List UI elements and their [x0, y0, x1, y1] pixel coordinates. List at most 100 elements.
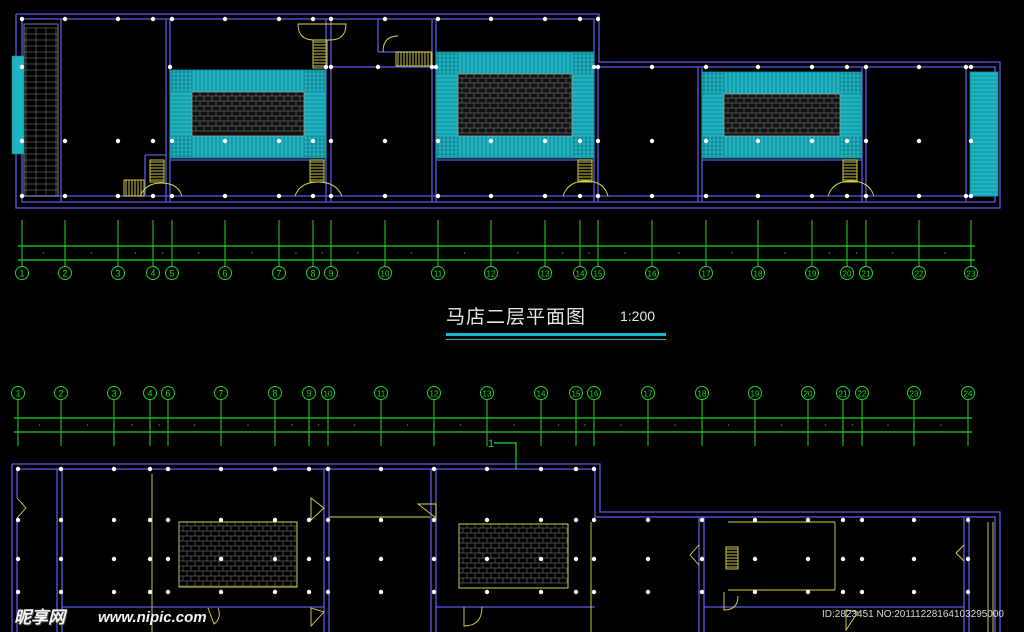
axis-bubble: 10 [321, 386, 335, 400]
column-dot [378, 556, 384, 562]
column-dot [844, 64, 850, 70]
axis-label: 17 [644, 390, 653, 399]
column-dot [150, 16, 156, 22]
column-dot [19, 138, 25, 144]
axis-bubble: 18 [751, 262, 765, 280]
column-dot [538, 517, 544, 523]
axis-bubble: 19 [805, 262, 819, 280]
column-dot [62, 193, 68, 199]
axis-bubble: 6 [161, 386, 175, 400]
axis-label: 8 [272, 389, 277, 399]
column-dot [965, 517, 971, 523]
column-dot [111, 556, 117, 562]
axis-bubble: 4 [146, 262, 160, 280]
drawing-title: 马店二层平面图 [446, 306, 587, 328]
column-dot [542, 16, 548, 22]
axis-bubble: 22 [912, 262, 926, 280]
axis-bubble: 15 [591, 262, 605, 280]
axis-label: 23 [910, 390, 919, 399]
column-dot [325, 517, 331, 523]
column-dot [169, 193, 175, 199]
column-dot [573, 517, 579, 523]
lower-courtyards [178, 521, 569, 589]
column-dot [115, 193, 121, 199]
column-dot [577, 16, 583, 22]
column-dot [325, 589, 331, 595]
axis-bubble: 21 [859, 262, 873, 280]
axis-bubble: 16 [587, 386, 601, 400]
column-dot [382, 193, 388, 199]
column-dot [165, 466, 171, 472]
column-dot [15, 589, 21, 595]
axis-label: 4 [147, 389, 152, 399]
column-dot [165, 589, 171, 595]
column-dot [378, 589, 384, 595]
axis-label: 11 [377, 390, 386, 399]
column-dot [573, 466, 579, 472]
axis-bubble: 11 [431, 262, 445, 280]
lower-plan-walls [11, 463, 1001, 632]
column-dot [150, 193, 156, 199]
axis-bubble: 14 [534, 386, 548, 400]
column-dot [58, 466, 64, 472]
column-dot [488, 138, 494, 144]
axis-label: 3 [111, 389, 116, 399]
column-dot [968, 138, 974, 144]
column-dot [382, 138, 388, 144]
section-label: 1 [488, 438, 494, 450]
axis-label: 15 [594, 270, 603, 279]
column-dot [111, 466, 117, 472]
column-dot [591, 466, 597, 472]
axis-label: 6 [222, 269, 227, 279]
column-dot [58, 589, 64, 595]
axis-label: 18 [754, 270, 763, 279]
upper-columns [19, 16, 974, 199]
column-dot [58, 517, 64, 523]
column-dot [310, 193, 316, 199]
column-dot [699, 589, 705, 595]
axis-label: 8 [310, 269, 315, 279]
axis-bubble: 14 [573, 262, 587, 280]
axis-label: 22 [858, 390, 867, 399]
axis-bubble: 12 [484, 262, 498, 280]
column-dot [323, 64, 329, 70]
column-dot [169, 138, 175, 144]
column-dot [649, 138, 655, 144]
title-underline-thin [446, 339, 666, 340]
column-dot [863, 193, 869, 199]
axis-label: 21 [839, 390, 848, 399]
column-dot [591, 589, 597, 595]
axis-label: 16 [590, 390, 599, 399]
column-dot [222, 16, 228, 22]
axis-bubble: 13 [538, 262, 552, 280]
axis-bubble: 17 [699, 262, 713, 280]
section-marker: 1 [488, 438, 517, 470]
axis-bubble: 13 [480, 386, 494, 400]
axis-bubble: 3 [111, 262, 125, 280]
column-dot [218, 466, 224, 472]
column-dot [809, 64, 815, 70]
column-dot [276, 138, 282, 144]
column-dot [150, 138, 156, 144]
axis-label: 13 [541, 270, 550, 279]
column-dot [431, 517, 437, 523]
column-dot [306, 466, 312, 472]
column-dot [965, 589, 971, 595]
axis-bubble: 17 [641, 386, 655, 400]
axis-bubble: 12 [427, 386, 441, 400]
column-dot [805, 556, 811, 562]
axis-label: 24 [964, 390, 973, 399]
axis-label: 21 [862, 270, 871, 279]
axis-label: 14 [537, 390, 546, 399]
column-dot [916, 193, 922, 199]
column-dot [272, 589, 278, 595]
column-dot [484, 589, 490, 595]
axis-label: 7 [276, 269, 281, 279]
column-dot [699, 556, 705, 562]
column-dot [484, 517, 490, 523]
column-dot [167, 64, 173, 70]
column-dot [272, 517, 278, 523]
axis-bubble: 18 [695, 386, 709, 400]
column-dot [595, 64, 601, 70]
column-dot [844, 193, 850, 199]
